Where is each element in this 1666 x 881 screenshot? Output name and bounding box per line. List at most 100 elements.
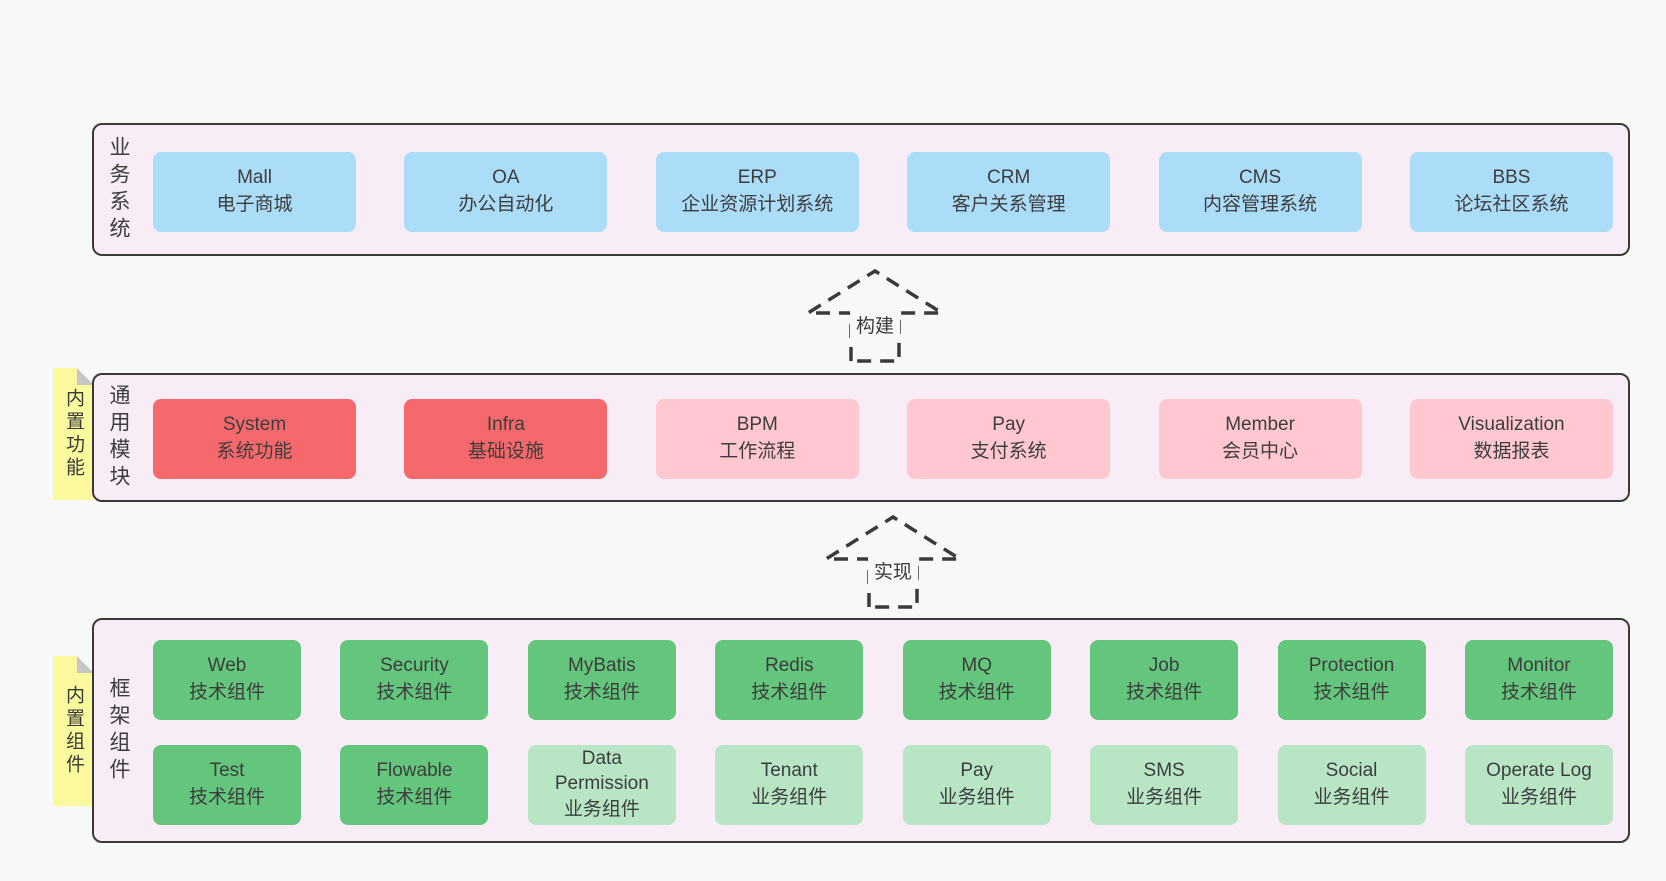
node-title: Pay — [960, 760, 994, 782]
node-title: Operate Log — [1486, 760, 1592, 782]
node-title: OA — [492, 167, 520, 189]
node-subtitle: 内容管理系统 — [1203, 194, 1318, 215]
node-title: BPM — [736, 414, 778, 436]
node-title: Social — [1325, 760, 1378, 782]
node-protection: Protection 技术组件 — [1277, 640, 1426, 720]
node-title: Visualization — [1458, 414, 1565, 436]
node-subtitle: 业务组件 — [751, 787, 828, 808]
node-test: Test 技术组件 — [153, 745, 301, 825]
node-title: Job — [1148, 655, 1180, 677]
node-title: Protection — [1308, 655, 1395, 677]
node-bbs: BBS 论坛社区系统 — [1409, 152, 1613, 232]
node-mybatis: MyBatis 技术组件 — [527, 640, 676, 720]
node-subtitle: 企业资源计划系统 — [681, 194, 834, 215]
node-title: MyBatis — [568, 655, 636, 677]
node-subtitle: 电子商城 — [216, 194, 293, 215]
node-title: Flowable — [376, 760, 453, 782]
node-visualization: Visualization 数据报表 — [1409, 399, 1613, 479]
node-title: CRM — [987, 167, 1031, 189]
node-subtitle: 支付系统 — [970, 441, 1047, 462]
node-title: Infra — [486, 414, 525, 436]
node-pay: Pay 支付系统 — [907, 399, 1111, 479]
build-arrow: 构建 — [805, 268, 945, 364]
node-cms: CMS 内容管理系统 — [1158, 152, 1362, 232]
node-title: Security — [380, 655, 449, 677]
node-sms: SMS 业务组件 — [1090, 745, 1239, 825]
node-system: System 系统功能 — [153, 399, 356, 479]
dashed-up-arrow-icon — [823, 514, 963, 609]
node-crm: CRM 客户关系管理 — [907, 152, 1111, 232]
node-title: Member — [1225, 414, 1295, 436]
node-subtitle: 业务组件 — [938, 787, 1015, 808]
node-subtitle: 论坛社区系统 — [1454, 194, 1569, 215]
node-subtitle: 数据报表 — [1473, 441, 1550, 462]
build-arrow-label: 构建 — [849, 310, 901, 339]
node-web: Web 技术组件 — [153, 640, 301, 720]
node-bpm: BPM 工作流程 — [655, 399, 859, 479]
framework-components-panel-label: 框架组件 — [107, 676, 130, 785]
node-member: Member 会员中心 — [1158, 399, 1362, 479]
node-subtitle: 工作流程 — [719, 441, 796, 462]
implement-arrow-label: 实现 — [867, 556, 919, 585]
dashed-up-arrow-icon — [805, 268, 945, 363]
node-title: Tenant — [760, 760, 818, 782]
node-title: Monitor — [1507, 655, 1571, 677]
node-title: SMS — [1143, 760, 1185, 782]
node-subtitle: 办公自动化 — [458, 194, 554, 215]
node-title: CMS — [1238, 167, 1282, 189]
node-title: System — [222, 414, 287, 436]
node-title: Mall — [237, 167, 272, 189]
node-erp: ERP 企业资源计划系统 — [655, 152, 859, 232]
node-title: Data Permission — [554, 747, 649, 794]
node-mq: MQ 技术组件 — [902, 640, 1051, 720]
builtin-features-note-label: 内置功能 — [63, 388, 84, 480]
node-tenant: Tenant 业务组件 — [715, 745, 864, 825]
common-modules-panel-label: 通用模块 — [107, 383, 130, 492]
node-title: Web — [207, 655, 247, 677]
node-infra: Infra 基础设施 — [404, 399, 608, 479]
node-title: Pay — [992, 414, 1026, 436]
node-subtitle: 技术组件 — [1500, 682, 1577, 703]
node-title: MQ — [961, 655, 992, 677]
builtin-features-note: 内置功能 — [53, 368, 94, 500]
node-operate-log: Operate Log 业务组件 — [1464, 745, 1613, 825]
node-oa: OA 办公自动化 — [404, 152, 608, 232]
node-title: Redis — [764, 655, 814, 677]
node-subtitle: 客户关系管理 — [951, 194, 1066, 215]
node-subtitle: 技术组件 — [188, 787, 265, 808]
node-subtitle: 基础设施 — [467, 441, 544, 462]
node-subtitle: 业务组件 — [1313, 787, 1390, 808]
builtin-components-note-label: 内置组件 — [63, 685, 84, 777]
node-title: BBS — [1492, 167, 1531, 189]
node-title: Test — [209, 760, 245, 782]
node-job: Job 技术组件 — [1090, 640, 1239, 720]
node-subtitle: 业务组件 — [563, 799, 640, 821]
implement-arrow: 实现 — [823, 514, 963, 610]
node-title: ERP — [737, 167, 777, 189]
node-social: Social 业务组件 — [1277, 745, 1426, 825]
node-pay-biz: Pay 业务组件 — [902, 745, 1051, 825]
node-subtitle: 技术组件 — [376, 682, 453, 703]
node-subtitle: 技术组件 — [563, 682, 640, 703]
node-subtitle: 系统功能 — [216, 441, 293, 462]
business-systems-panel: 业务系统 Mall 电子商城 OA 办公自动化 ERP 企业资源计划系统 CRM… — [92, 123, 1630, 256]
node-flowable: Flowable 技术组件 — [340, 745, 489, 825]
common-modules-panel: 通用模块 System 系统功能 Infra 基础设施 BPM 工作流程 Pay… — [92, 373, 1630, 502]
builtin-components-note: 内置组件 — [53, 656, 94, 806]
node-subtitle: 技术组件 — [938, 682, 1015, 703]
node-subtitle: 技术组件 — [188, 682, 265, 703]
node-subtitle: 业务组件 — [1500, 787, 1577, 808]
node-data-permission: Data Permission 业务组件 — [527, 745, 676, 825]
business-systems-panel-label: 业务系统 — [107, 135, 130, 244]
node-subtitle: 技术组件 — [1313, 682, 1390, 703]
node-subtitle: 技术组件 — [751, 682, 828, 703]
node-subtitle: 会员中心 — [1222, 441, 1299, 462]
node-monitor: Monitor 技术组件 — [1464, 640, 1613, 720]
node-security: Security 技术组件 — [340, 640, 489, 720]
node-subtitle: 技术组件 — [376, 787, 453, 808]
node-subtitle: 技术组件 — [1126, 682, 1203, 703]
framework-components-panel: 框架组件 Web 技术组件 Security 技术组件 MyBatis 技术组件… — [92, 618, 1630, 843]
node-redis: Redis 技术组件 — [715, 640, 864, 720]
node-subtitle: 业务组件 — [1126, 787, 1203, 808]
